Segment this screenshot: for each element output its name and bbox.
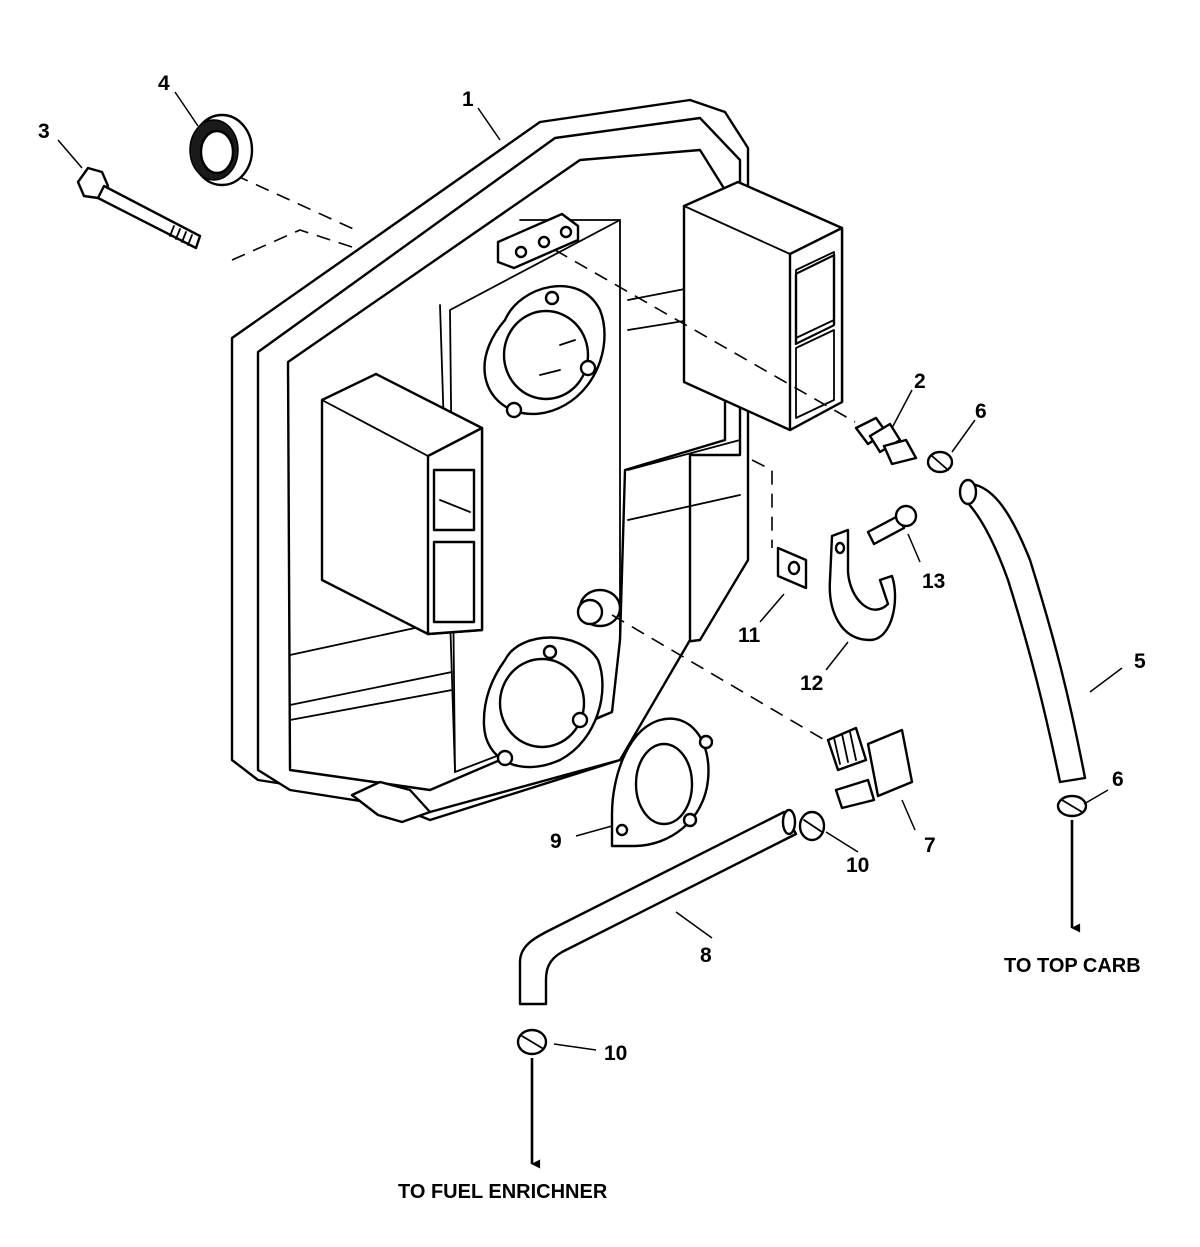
callout-6-lower: 6 <box>1112 768 1124 791</box>
alignment-lines <box>231 174 856 743</box>
part-13-screw <box>866 504 918 546</box>
part-1-boss <box>576 588 622 628</box>
callout-8: 8 <box>700 944 712 967</box>
callout-3: 3 <box>38 120 50 143</box>
part-1-right-airbox <box>682 180 844 432</box>
callout-13: 13 <box>922 570 945 593</box>
part-3-bolt <box>76 166 202 250</box>
part-1-upper-flange <box>483 285 606 419</box>
part-2-fitting <box>854 416 918 466</box>
part-1-left-airbox <box>320 372 484 636</box>
callout-1: 1 <box>462 88 474 111</box>
part-9-gasket <box>610 717 714 848</box>
part-6-clamp-lower <box>1056 794 1088 818</box>
part-12-clamp <box>828 528 897 642</box>
callout-4: 4 <box>158 72 170 95</box>
label-to-top-carb: TO TOP CARB <box>1004 955 1141 977</box>
callout-10-lower: 10 <box>604 1042 627 1065</box>
label-to-fuel-enrichner: TO FUEL ENRICHNER <box>398 1181 608 1203</box>
part-6-clamp-upper <box>926 450 954 474</box>
part-7-elbow <box>826 726 914 810</box>
callout-11: 11 <box>738 624 761 647</box>
leader-lines <box>57 91 1123 1051</box>
part-4-grommet <box>189 113 254 187</box>
callout-5: 5 <box>1134 650 1146 673</box>
callout-10-upper: 10 <box>846 854 869 877</box>
callout-9: 9 <box>550 830 562 853</box>
callout-2: 2 <box>914 370 926 393</box>
part-5-hose <box>958 478 1087 784</box>
part-1-lower-flange <box>482 636 604 769</box>
part-1-housing <box>230 98 750 824</box>
callout-6-upper: 6 <box>975 400 987 423</box>
part-10-clamp-lower <box>516 1028 548 1056</box>
part-8-hose <box>518 808 798 1006</box>
callout-7: 7 <box>924 834 936 857</box>
callout-12: 12 <box>800 672 823 695</box>
part-10-clamp-upper <box>798 810 826 842</box>
part-11-clip <box>776 546 808 590</box>
